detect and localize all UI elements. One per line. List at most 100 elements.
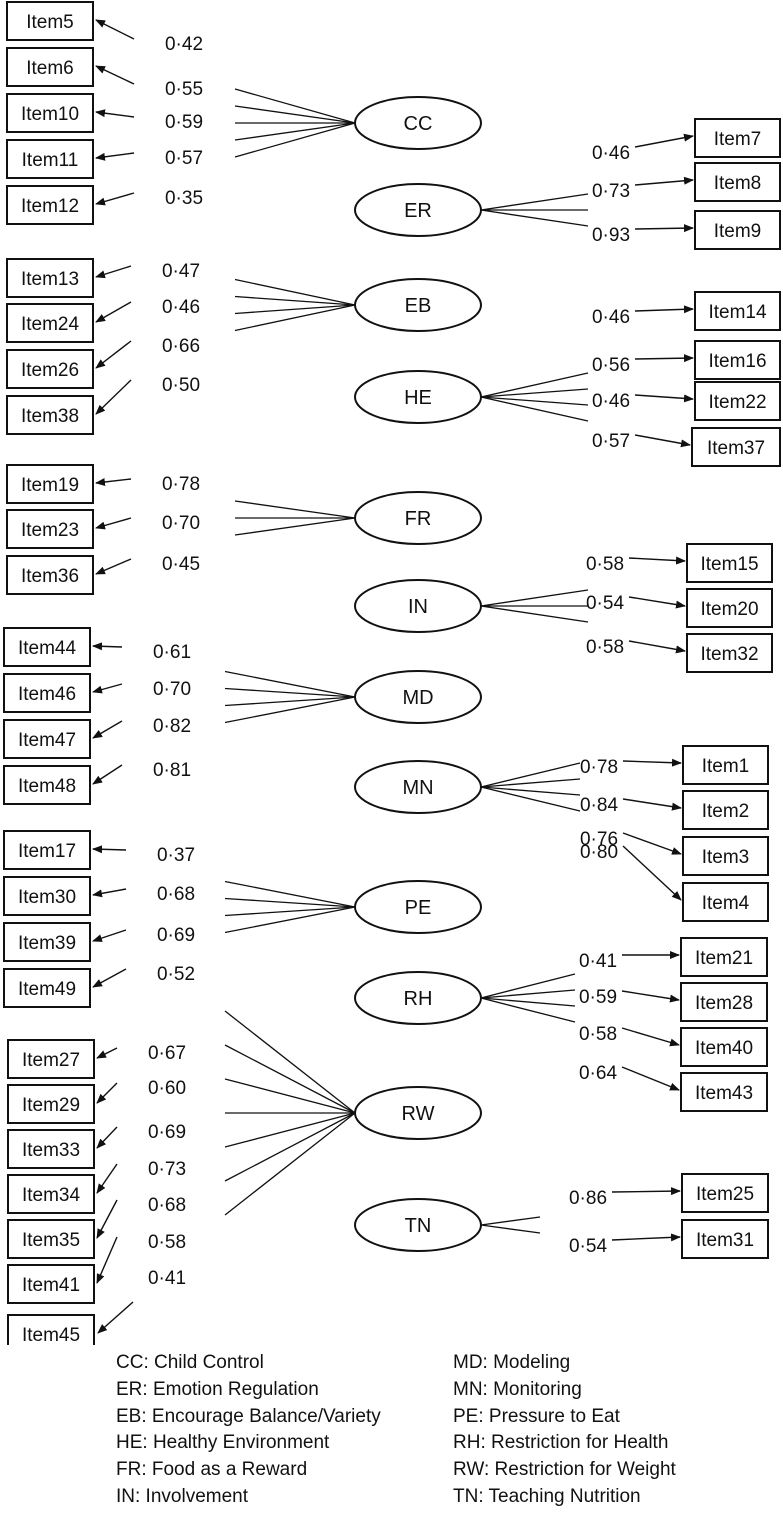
loading-arrow [634, 176, 694, 186]
loading-value: 0·60 [148, 1078, 186, 1099]
loading-arrow [96, 1163, 118, 1194]
item-box [6, 303, 94, 343]
loading-arrow [95, 478, 132, 486]
legend-entry: TN: Teaching Nutrition [453, 1485, 641, 1507]
item-label: Item21 [695, 948, 753, 969]
item-label: Item43 [695, 1083, 753, 1104]
item-label: Item14 [708, 302, 767, 323]
item-label: Item33 [22, 1140, 80, 1161]
loading-path-rw [224, 1112, 356, 1182]
factor-label-md: MD [402, 687, 433, 709]
loading-value: 0·68 [157, 884, 195, 905]
item-label: Item27 [22, 1050, 80, 1071]
loading-path-in [480, 589, 589, 607]
item-label: Item35 [22, 1230, 80, 1251]
item-label: Item5 [26, 12, 74, 33]
item-box [7, 1084, 95, 1124]
loading-value: 0·55 [165, 79, 203, 100]
item-box [682, 745, 769, 785]
factor-node-er [354, 183, 482, 237]
item-box [691, 427, 781, 467]
item-label: Item46 [18, 684, 76, 705]
item-box [686, 633, 773, 673]
item-label: Item8 [714, 173, 762, 194]
item-box [6, 464, 94, 504]
item-box [694, 210, 781, 250]
loading-arrow [97, 1301, 134, 1334]
loading-value: 0·35 [165, 188, 203, 209]
item-box [694, 340, 781, 380]
legend-entry: MD: Modeling [453, 1352, 571, 1373]
factor-node-he [354, 370, 482, 424]
loading-arrow [92, 720, 123, 739]
item-box [3, 968, 91, 1008]
item-box [6, 47, 94, 87]
item-box [682, 836, 769, 876]
loading-path-rw [224, 1078, 356, 1114]
loading-value: 0·68 [148, 1195, 186, 1216]
loading-path-fr [234, 500, 356, 519]
loading-arrow [95, 301, 132, 323]
loading-path-rw [224, 1010, 356, 1114]
factor-node-fr [354, 491, 482, 545]
loading-path-tn [480, 1216, 541, 1226]
legend-entry: ER: Emotion Regulation [116, 1378, 319, 1400]
loading-arrow [92, 683, 123, 694]
loading-value: 0·41 [579, 951, 617, 972]
item-box [6, 185, 94, 225]
loading-arrow [96, 1126, 118, 1149]
loading-value: 0·37 [157, 845, 195, 866]
item-label: Item28 [695, 993, 753, 1014]
loading-path-rw [224, 1112, 356, 1148]
factor-label-eb: EB [405, 295, 432, 317]
loading-arrow [95, 152, 135, 161]
loading-arrow [634, 224, 694, 233]
loading-value: 0·41 [148, 1268, 186, 1289]
factor-node-tn [354, 1198, 482, 1252]
loading-arrow [95, 379, 132, 415]
item-label: Item9 [714, 221, 762, 242]
item-box [694, 162, 781, 202]
legend-entry: HE: Healthy Environment [116, 1432, 330, 1454]
loading-path-he [480, 396, 589, 406]
loading-arrow [622, 845, 682, 901]
loading-arrow [628, 640, 686, 654]
item-label: Item17 [18, 841, 76, 862]
loading-path-rh [480, 989, 576, 999]
loading-value: 0·69 [148, 1122, 186, 1143]
loading-path-rw [224, 1044, 356, 1114]
loading-value: 0·80 [580, 842, 618, 863]
loading-arrow [634, 394, 694, 403]
item-box [680, 982, 768, 1022]
loading-value: 0·73 [592, 181, 630, 202]
item-box [7, 1314, 95, 1345]
item-label: Item20 [700, 599, 758, 620]
item-label: Item15 [700, 554, 758, 575]
loading-arrow [628, 556, 686, 565]
item-box [694, 381, 781, 421]
loading-value: 0·57 [592, 431, 630, 452]
item-box [694, 291, 781, 331]
item-box [3, 719, 91, 759]
item-label: Item38 [21, 406, 79, 427]
item-label: Item34 [22, 1185, 81, 1206]
loading-arrow [95, 558, 132, 575]
loading-value: 0·47 [162, 261, 200, 282]
item-label: Item44 [18, 638, 77, 659]
loading-arrow [634, 133, 694, 148]
loading-value: 0·46 [592, 307, 630, 328]
loading-value: 0·78 [162, 474, 200, 495]
legend-entry: MN: Monitoring [453, 1378, 582, 1400]
loading-path-in [480, 605, 589, 623]
item-label: Item1 [702, 756, 750, 777]
loading-path-cc [234, 122, 356, 158]
loading-path-he [480, 396, 589, 422]
loading-value: 0·93 [592, 225, 630, 246]
item-box [6, 509, 94, 549]
loading-arrow [95, 65, 135, 85]
item-box [7, 1174, 95, 1214]
factor-node-pe [354, 880, 482, 934]
